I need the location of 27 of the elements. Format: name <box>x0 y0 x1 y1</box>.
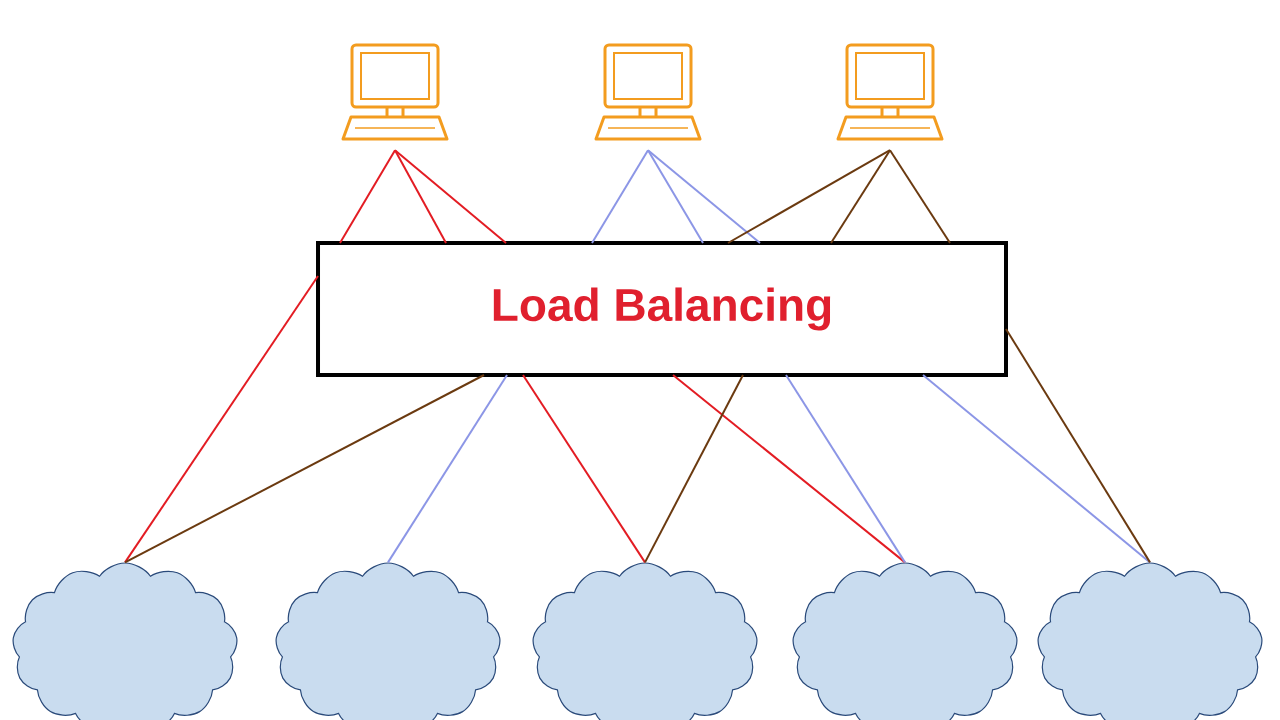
connector-line <box>647 149 761 244</box>
cloud-shape <box>12 562 238 720</box>
connector-line <box>124 374 485 564</box>
computer-icon <box>836 43 944 141</box>
connector-line <box>922 374 1151 564</box>
connector-line <box>394 149 447 244</box>
connector-line <box>387 374 508 564</box>
connector-line <box>727 149 891 244</box>
cloud-shape <box>532 562 758 720</box>
computer-icon <box>341 43 449 141</box>
connector-line <box>672 374 906 564</box>
connector-line <box>647 149 704 244</box>
connector-line <box>1005 328 1151 564</box>
cloud-shape <box>792 562 1018 720</box>
connector-line <box>394 149 507 244</box>
cloud-shape <box>1037 562 1263 720</box>
connector-line <box>644 374 744 564</box>
connector-line <box>591 149 649 244</box>
connector-line <box>124 275 319 564</box>
connector-line <box>785 374 906 564</box>
cloud-shape <box>275 562 501 720</box>
computer-icon <box>594 43 702 141</box>
connector-line <box>339 149 396 244</box>
connector-line <box>889 149 951 244</box>
connector-line <box>522 374 646 564</box>
label-box: Load Balancing <box>316 241 1008 377</box>
connector-line <box>830 149 891 244</box>
